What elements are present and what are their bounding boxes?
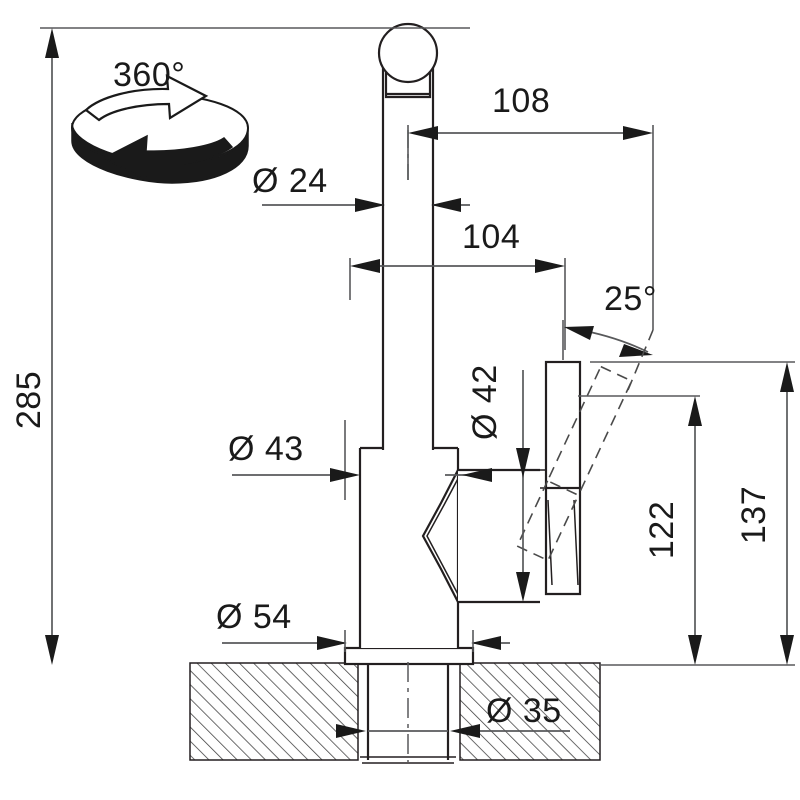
rotation-label: 360° — [113, 56, 185, 94]
body-fill — [360, 448, 458, 648]
dimension-122: 122 — [578, 395, 702, 665]
shank-nut — [360, 756, 456, 764]
lever-tilted — [546, 365, 633, 497]
arrow-d42-bottom — [516, 572, 530, 602]
arrow-d24-right — [431, 198, 461, 212]
body-notch — [421, 469, 459, 603]
lever-base-upright — [544, 488, 582, 596]
ext-line-d54 — [344, 630, 474, 652]
arrow-108-left — [408, 126, 438, 140]
arrow-d54-right — [471, 636, 501, 650]
arrow-104-right — [535, 259, 565, 273]
dimension-d54: Ø 54 — [216, 598, 510, 652]
dimension-104: 104 — [349, 218, 566, 350]
countertop-outline-right — [459, 662, 601, 761]
label-d54: Ø 54 — [216, 598, 292, 636]
arrow-137-top — [780, 362, 794, 392]
arrow-285-bottom — [45, 635, 59, 665]
lever-base-detail — [547, 499, 579, 586]
arrow-108-right — [623, 126, 653, 140]
countertop-outline-left — [189, 662, 359, 761]
countertop-section — [189, 662, 601, 761]
label-d43: Ø 43 — [228, 430, 304, 468]
rotation-arrow-dark — [102, 134, 234, 182]
label-d24: Ø 24 — [252, 162, 328, 200]
arrow-d42-top — [516, 448, 530, 478]
countertop-hatch-right — [460, 663, 600, 760]
lever-tilted-group — [516, 365, 633, 562]
label-122: 122 — [643, 501, 681, 559]
arrow-122-bottom — [688, 635, 702, 665]
label-137: 137 — [735, 486, 773, 544]
label-285: 285 — [10, 371, 48, 429]
dimension-108: 108 — [407, 82, 654, 330]
label-d42: Ø 42 — [466, 364, 504, 440]
arrow-d24-left — [355, 198, 385, 212]
lever-upright — [544, 360, 582, 490]
lever-base-tilted — [516, 480, 580, 562]
spout-tube-sides — [381, 62, 435, 450]
spout-head-fill — [379, 24, 437, 82]
label-d35: Ø 35 — [486, 692, 562, 730]
dimension-137: 137 — [590, 361, 795, 666]
base-plate-fill — [345, 648, 473, 664]
handle-hub-fill — [458, 470, 540, 602]
arrow-d35-left — [336, 724, 366, 738]
dimension-285: 285 — [10, 27, 470, 665]
arrow-285-top — [45, 28, 59, 58]
dimension-d43: Ø 43 — [228, 420, 360, 500]
dimension-25deg: 25° — [562, 280, 657, 391]
dimension-d42: Ø 42 — [445, 364, 530, 602]
arrow-d43 — [330, 468, 360, 482]
spout-tube-fill — [383, 62, 433, 450]
angle-leg-tilted — [627, 329, 654, 391]
label-25deg: 25° — [604, 280, 657, 318]
arrow-d35-right — [450, 724, 480, 738]
lever-fill — [546, 362, 580, 488]
dimension-d24: Ø 24 — [252, 162, 470, 212]
handle-hub-edges — [458, 468, 540, 604]
label-104: 104 — [462, 218, 520, 256]
rotation-arrow-light — [84, 74, 209, 122]
shank-sides — [366, 663, 450, 760]
body-notch-inner — [426, 472, 462, 601]
arrow-d54-left — [317, 636, 347, 650]
arrow-25-left — [564, 326, 594, 340]
arrow-122-top — [688, 396, 702, 426]
arrow-137-bottom — [780, 635, 794, 665]
dimension-d35: Ø 35 — [336, 692, 570, 738]
arrow-25-right — [619, 344, 653, 357]
countertop-hatch-left — [190, 663, 358, 760]
arrow-d42-lead — [462, 468, 492, 482]
spout-head-circle — [377, 22, 439, 84]
rotation-symbol-360: 360° — [71, 56, 249, 184]
aerator-outline — [384, 72, 432, 99]
label-108: 108 — [492, 82, 550, 120]
arrow-104-left — [350, 259, 380, 273]
